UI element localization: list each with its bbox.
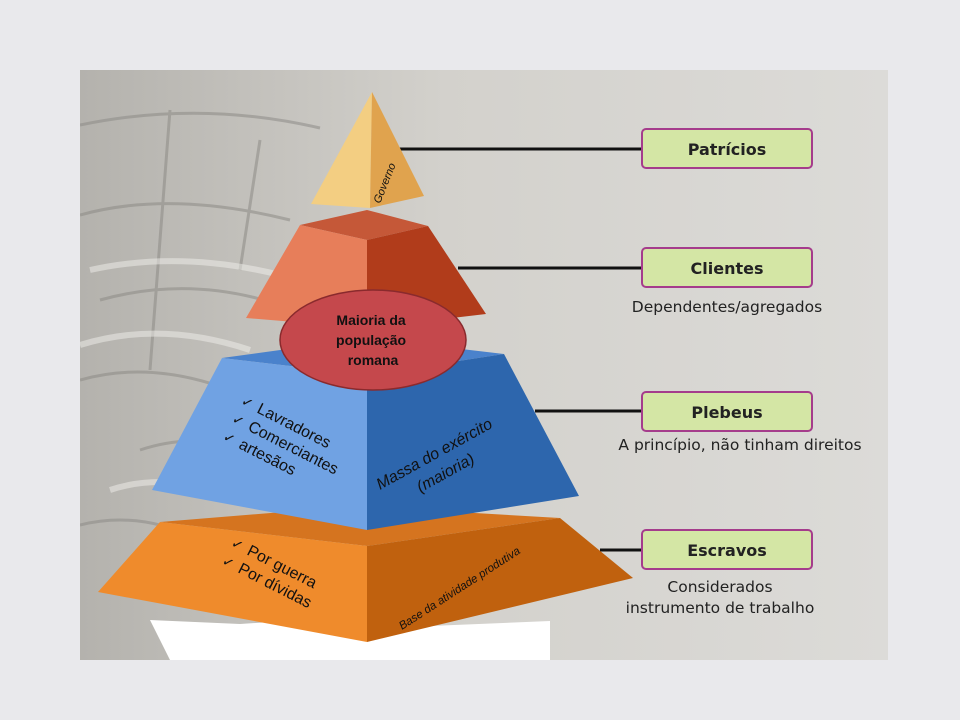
second-top-face bbox=[300, 210, 428, 240]
pyramid-third bbox=[152, 338, 579, 530]
top-right-face bbox=[370, 92, 424, 208]
connector-lines bbox=[398, 147, 642, 552]
ellipse-text: Maioria da população romana bbox=[336, 312, 410, 368]
third-left-face bbox=[152, 358, 367, 530]
level-label-patricios: Patrícios bbox=[641, 128, 813, 169]
escravos-box bbox=[641, 529, 813, 570]
pyramid-diagram: Maioria da população romana Governo ✓ La… bbox=[80, 70, 888, 660]
level-label-plebeus: Plebeus A princípio, não tinham direitos bbox=[618, 391, 862, 454]
plebeus-box bbox=[641, 391, 813, 432]
top-left-face bbox=[311, 92, 372, 208]
escravos-description-line-2: instrumento de trabalho bbox=[626, 599, 815, 617]
stone-texture bbox=[80, 109, 321, 542]
ellipse-line-1: Maioria da bbox=[336, 312, 405, 328]
majority-ellipse bbox=[279, 289, 467, 391]
clientes-label: Clientes bbox=[691, 259, 764, 278]
plebeus-label: Plebeus bbox=[691, 403, 762, 422]
clientes-box bbox=[641, 247, 813, 288]
ellipse-line-2: população bbox=[336, 332, 406, 348]
escravos-label: Escravos bbox=[687, 541, 767, 560]
pyramid-base bbox=[98, 506, 633, 642]
escravos-description-line-1: Considerados bbox=[667, 578, 772, 596]
base-right-face bbox=[367, 518, 633, 642]
patricios-box bbox=[641, 128, 813, 169]
level-label-escravos: Escravos Considerados instrumento de tra… bbox=[626, 529, 815, 617]
ellipse-line-3: romana bbox=[348, 352, 399, 368]
patricios-label: Patrícios bbox=[688, 140, 767, 159]
clientes-description: Dependentes/agregados bbox=[632, 298, 822, 316]
pyramid-top bbox=[311, 92, 424, 208]
plebeus-description: A princípio, não tinham direitos bbox=[618, 436, 861, 454]
level-label-clientes: Clientes Dependentes/agregados bbox=[632, 247, 822, 316]
third-right-face bbox=[367, 354, 579, 530]
base-left-face bbox=[98, 522, 367, 642]
diagram-stage: Maioria da população romana Governo ✓ La… bbox=[80, 70, 888, 660]
paper-edge bbox=[150, 618, 550, 660]
